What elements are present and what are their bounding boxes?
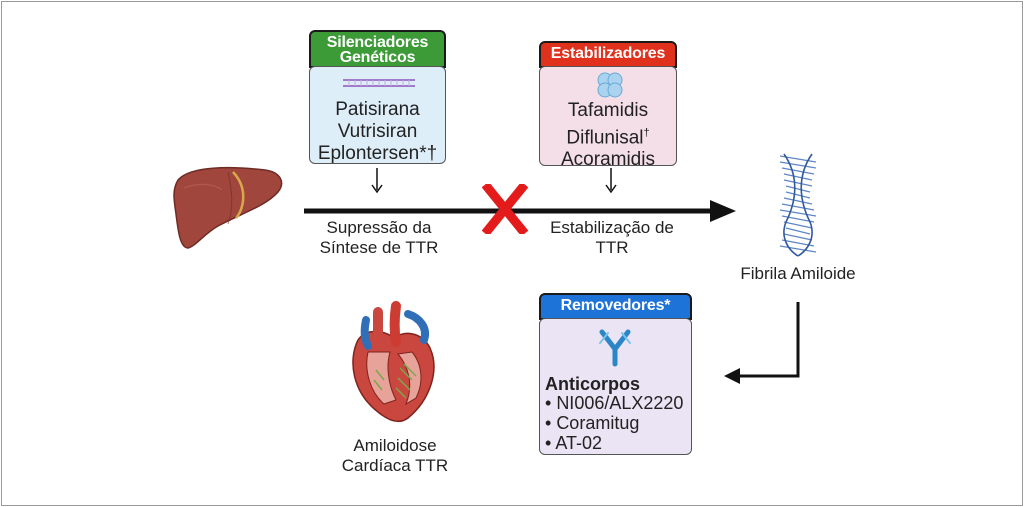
block-x-icon [482, 184, 528, 234]
stabilizers-box: Tafamidis Diflunisal† Acoramidis [539, 66, 677, 170]
diflunisal-dagger: † [643, 127, 650, 139]
stabilization-label-line1: Estabilização de [550, 218, 674, 237]
silencers-box: Patisirana Vutrisiran Eplontersen*† [309, 66, 446, 164]
cardiac-label-line2: Cardíaca TTR [341, 456, 449, 475]
amyloid-fibril-icon [779, 153, 817, 257]
drug-acoramidis: Acoramidis [561, 149, 655, 171]
suppression-label: Supressão da Síntese de TTR [304, 218, 454, 258]
rna-icon [343, 79, 415, 87]
silencers-header: Silenciadores Genéticos [309, 30, 446, 68]
antibody-item: • NI006/ALX2220 [545, 393, 684, 413]
heart-icon [352, 301, 435, 423]
silencers-arrow [371, 168, 383, 194]
liver-icon [173, 167, 283, 249]
cardiac-label-line1: Amiloidose [353, 436, 437, 455]
drug-diflunisal: Diflunisal† [566, 127, 650, 149]
drug-eplontersen: Eplontersen*† [317, 143, 438, 164]
drug-tafamidis: Tafamidis [567, 100, 649, 121]
ttr-tetramer-icon [597, 72, 623, 98]
stabilization-label-line2: TTR [595, 238, 629, 257]
silencers-header-line2: Genéticos [339, 49, 416, 66]
fibril-to-removers-arrow [724, 302, 800, 384]
drug-vutrisiran: Vutrisiran [337, 121, 418, 142]
suppression-label-line2: Síntese de TTR [319, 238, 439, 257]
antibody-item: • AT-02 [545, 433, 602, 453]
fibril-label: Fibrila Amiloide [740, 264, 856, 283]
drug-patisirana: Patisirana [335, 99, 420, 120]
stabilizers-header: Estabilizadores [539, 41, 677, 68]
suppression-label-line1: Supressão da [326, 218, 432, 237]
removers-header: Removedores* [539, 293, 692, 320]
stabilizers-arrow [605, 168, 617, 194]
removers-header-label: Removedores* [560, 297, 671, 314]
antibody-item: • Coramitug [545, 413, 640, 433]
antibodies-title: Anticorpos [545, 374, 641, 394]
antibody-list: • NI006/ALX2220 • Coramitug • AT-02 [545, 393, 683, 453]
antibody-icon [599, 329, 631, 367]
stabilizers-header-label: Estabilizadores [550, 45, 666, 62]
removers-box: Anticorpos • NI006/ALX2220 • Coramitug •… [539, 318, 692, 455]
cardiac-label: Amiloidose Cardíaca TTR [320, 436, 470, 476]
stabilization-label: Estabilização de TTR [537, 218, 687, 258]
silencers-header-line1: Silenciadores [326, 34, 429, 51]
